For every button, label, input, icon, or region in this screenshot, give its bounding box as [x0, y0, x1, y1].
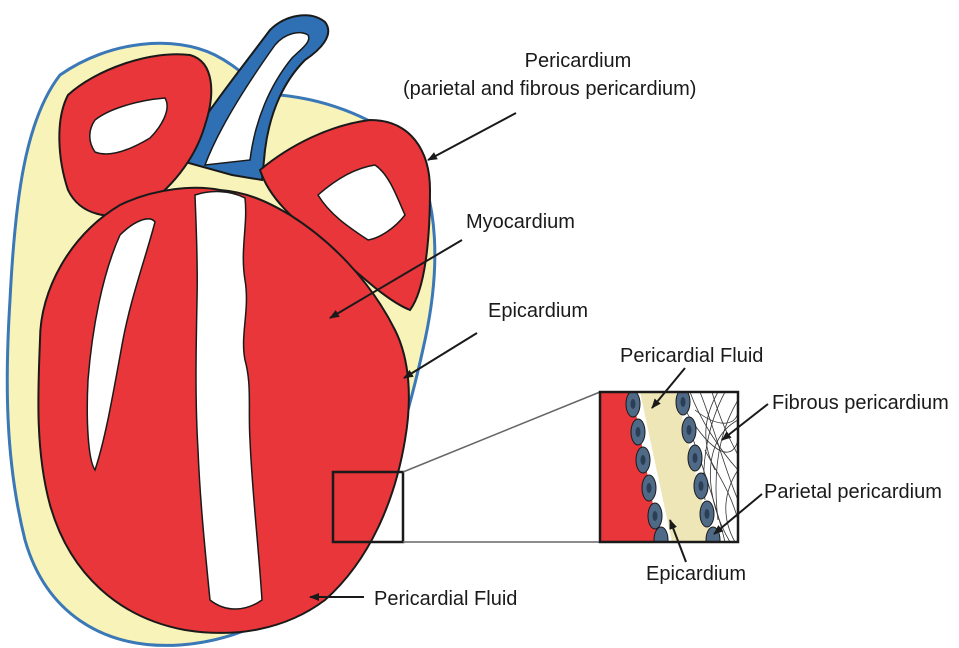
fibrous-pericardium-label: Fibrous pericardium: [772, 392, 949, 415]
inset-detail: [600, 389, 738, 553]
arrow-pericardium: [428, 113, 516, 160]
pericardium-subtitle: (parietal and fibrous pericardium): [403, 78, 696, 101]
epicardium-label: Epicardium: [488, 300, 588, 323]
parietal-pericardium-label: Parietal pericardium: [764, 481, 942, 504]
pericardial-fluid-inset-label: Pericardial Fluid: [620, 345, 763, 368]
zoom-connector-top: [403, 392, 600, 472]
myocardium-label: Myocardium: [466, 211, 575, 234]
epicardium-inset-label: Epicardium: [646, 563, 746, 586]
pericardium-title: Pericardium: [498, 50, 658, 73]
pericardial-fluid-bottom-label: Pericardial Fluid: [374, 588, 517, 611]
